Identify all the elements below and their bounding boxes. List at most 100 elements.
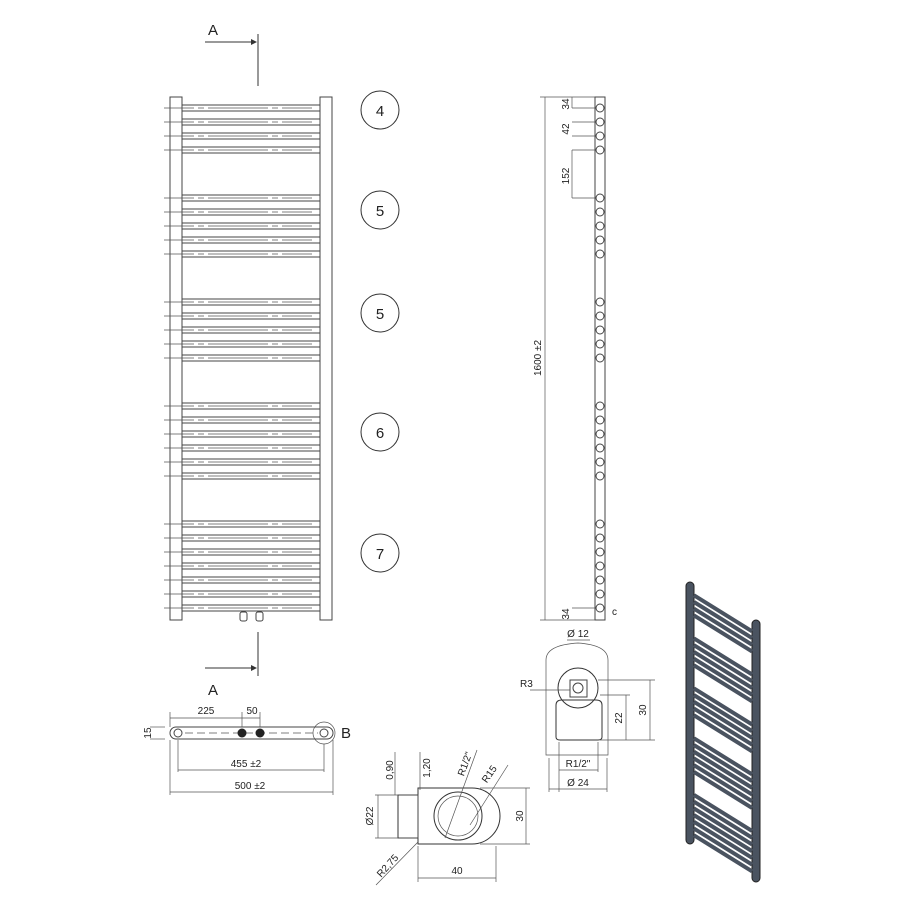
diameter-c-label: Ø 24 bbox=[567, 778, 589, 789]
thread-label: R1/2" bbox=[456, 750, 475, 777]
bar-end bbox=[595, 353, 605, 363]
render-bar bbox=[692, 813, 754, 853]
top-offset-label: 34 bbox=[561, 98, 572, 110]
render-bar bbox=[692, 826, 754, 867]
bar-end bbox=[595, 249, 605, 259]
wall-2-label: 1,20 bbox=[422, 758, 433, 778]
render-bar bbox=[692, 706, 754, 747]
bar-end bbox=[595, 429, 605, 439]
render-bar bbox=[692, 636, 754, 677]
callout-circle bbox=[360, 533, 400, 573]
render-bar bbox=[692, 736, 754, 777]
bar-end bbox=[595, 401, 605, 411]
bar-count-callouts: 4 5 5 6 7 bbox=[360, 90, 400, 573]
render-bar bbox=[692, 650, 754, 690]
bar-end bbox=[595, 297, 605, 307]
bar-end bbox=[595, 325, 605, 335]
r3-label: R3 bbox=[520, 679, 533, 690]
width-label: 40 bbox=[451, 866, 463, 877]
bar-end bbox=[595, 193, 605, 203]
bore-label: Ø 12 bbox=[567, 629, 589, 640]
render-bar bbox=[692, 713, 754, 753]
render-bar bbox=[692, 750, 754, 790]
gap-label: 152 bbox=[561, 167, 572, 184]
side-view: 1600 ±2 34 42 152 34 c bbox=[533, 96, 617, 621]
corner-radius-label: R2,75 bbox=[375, 852, 401, 880]
bar-end bbox=[595, 339, 605, 349]
render-bar bbox=[692, 600, 754, 640]
section-marker-bottom: A bbox=[205, 632, 259, 699]
bar-count-label: 4 bbox=[376, 103, 384, 120]
bar-end bbox=[595, 415, 605, 425]
bar-end bbox=[595, 207, 605, 217]
bar-end bbox=[595, 575, 605, 585]
height-label: 30 bbox=[515, 810, 526, 822]
tube-diameter-label: Ø22 bbox=[365, 806, 376, 825]
callout-circle bbox=[360, 293, 400, 333]
callout-circle bbox=[360, 412, 400, 452]
bar-end bbox=[595, 145, 605, 155]
height-c-label: 30 bbox=[638, 704, 649, 716]
detail-b-section: 0,90 1,20 R1/2" R15 30 Ø22 R2,75 40 bbox=[365, 749, 530, 886]
render-bar bbox=[692, 643, 754, 683]
radiator-3d-render bbox=[685, 581, 761, 883]
depth-label: 15 bbox=[143, 727, 154, 739]
pitch-label: 42 bbox=[561, 123, 572, 135]
render-left-post bbox=[685, 581, 695, 845]
render-bar bbox=[692, 799, 754, 840]
detail-c-section: Ø 12 R3 22 30 R1/2" Ø 24 bbox=[520, 629, 655, 792]
spacing-label: 50 bbox=[246, 706, 258, 717]
render-right-post bbox=[751, 619, 761, 883]
render-bar bbox=[692, 700, 754, 740]
bar-end bbox=[595, 519, 605, 529]
render-bar bbox=[692, 833, 754, 873]
bar-end bbox=[595, 603, 605, 613]
center-distance-label: 455 ±2 bbox=[231, 759, 262, 770]
render-bar bbox=[692, 613, 754, 654]
callout-circle bbox=[360, 190, 400, 230]
bar-count-label: 5 bbox=[376, 203, 384, 220]
section-marker-top: A bbox=[205, 22, 259, 86]
bar-end bbox=[595, 533, 605, 543]
top-view: B 225 50 15 455 ±2 500 ±2 bbox=[143, 706, 351, 795]
render-bar bbox=[692, 770, 754, 810]
render-bar bbox=[692, 763, 754, 803]
bar-count-label: 6 bbox=[376, 425, 384, 442]
thread-c-label: R1/2" bbox=[566, 759, 591, 770]
detail-c-marker: c bbox=[612, 607, 617, 618]
wall-1-label: 0,90 bbox=[385, 760, 396, 780]
right-post bbox=[319, 96, 333, 621]
bar-end bbox=[595, 131, 605, 141]
section-label: A bbox=[208, 682, 218, 699]
overall-width-label: 500 ±2 bbox=[235, 781, 266, 792]
bottom-offset-label: 34 bbox=[561, 608, 572, 620]
callout-circle bbox=[360, 90, 400, 130]
render-bar bbox=[692, 743, 754, 783]
bar-end bbox=[595, 561, 605, 571]
detail-b-marker: B bbox=[341, 725, 351, 742]
offset-label: 225 bbox=[198, 706, 215, 717]
left-post bbox=[169, 96, 183, 621]
front-view bbox=[164, 96, 338, 622]
bar-end bbox=[595, 471, 605, 481]
bar-end bbox=[595, 103, 605, 113]
connection-left bbox=[239, 611, 248, 622]
inner-height-label: 22 bbox=[614, 712, 625, 724]
bar-end bbox=[595, 117, 605, 127]
render-bar bbox=[692, 756, 754, 797]
render-bar bbox=[692, 806, 754, 847]
bar-end bbox=[595, 235, 605, 245]
render-bar bbox=[692, 686, 754, 727]
bar-count-label: 7 bbox=[376, 546, 384, 563]
bar-end bbox=[595, 221, 605, 231]
render-bar bbox=[692, 663, 754, 704]
render-bar bbox=[692, 820, 754, 860]
render-bar bbox=[692, 693, 754, 733]
bar-count-label: 5 bbox=[376, 306, 384, 323]
bar-end bbox=[595, 457, 605, 467]
bar-end bbox=[595, 589, 605, 599]
render-bar bbox=[692, 656, 754, 697]
connection-right bbox=[255, 611, 264, 622]
bar-end bbox=[595, 311, 605, 321]
